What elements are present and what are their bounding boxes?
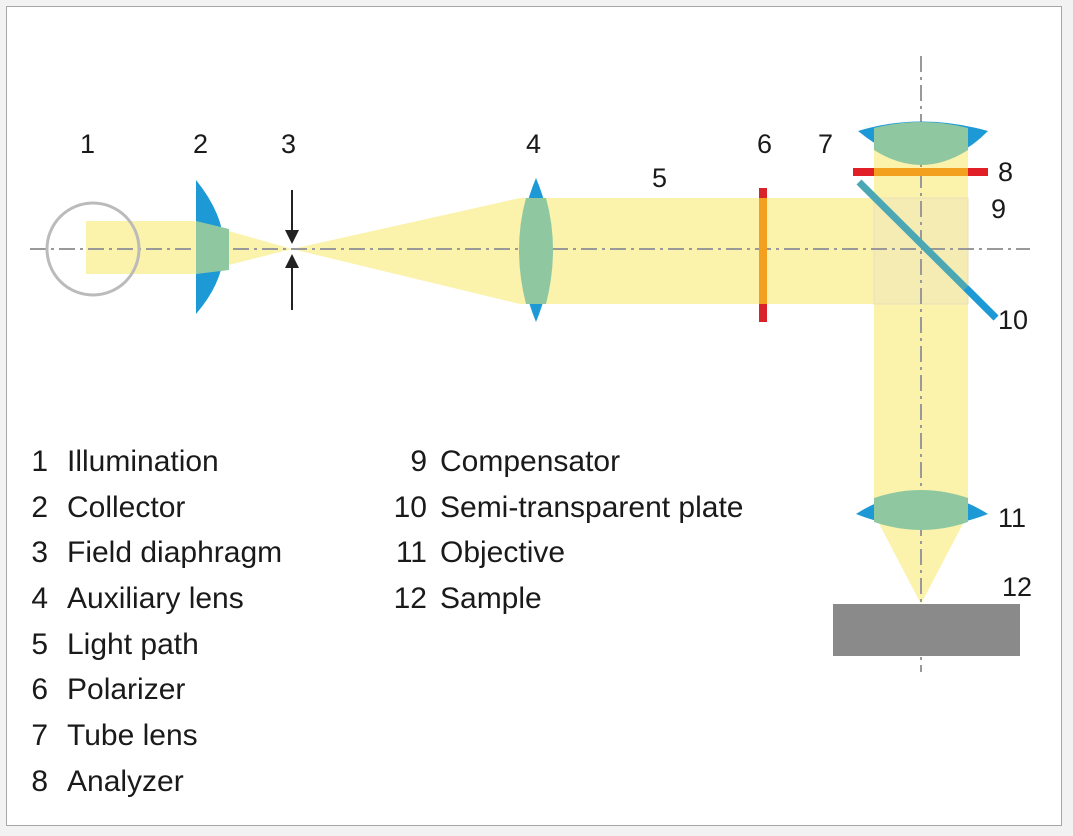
legend-text-2: Collector bbox=[67, 491, 185, 524]
objective-lens-core bbox=[874, 490, 968, 530]
label-6: 6 bbox=[757, 129, 772, 159]
legend-num-2: 2 bbox=[31, 491, 48, 524]
beam-light-path bbox=[520, 198, 874, 304]
label-8: 8 bbox=[998, 157, 1013, 187]
label-11: 11 bbox=[998, 503, 1026, 533]
legend-text-11: Objective bbox=[440, 536, 565, 569]
legend-num-10: 10 bbox=[394, 491, 427, 524]
legend-num-5: 5 bbox=[31, 628, 48, 661]
illumination-lamp bbox=[45, 201, 141, 297]
collector-lens-core bbox=[196, 221, 229, 274]
legend-text-4: Auxiliary lens bbox=[67, 582, 244, 615]
legend-text-12: Sample bbox=[440, 582, 542, 615]
legend-text-6: Polarizer bbox=[67, 673, 185, 706]
legend-num-6: 6 bbox=[31, 673, 48, 706]
legend-num-3: 3 bbox=[31, 536, 48, 569]
polarizer-tip-top bbox=[759, 188, 767, 198]
legend-text-8: Analyzer bbox=[67, 765, 184, 798]
legend-num-12: 12 bbox=[394, 582, 427, 615]
legend-num-1: 1 bbox=[31, 445, 48, 478]
polarizer-tip-bottom bbox=[759, 304, 767, 322]
label-5: 5 bbox=[652, 163, 667, 193]
semi-transparent-plate-tip bbox=[963, 285, 999, 321]
label-12: 12 bbox=[1002, 572, 1032, 602]
tube-lens-core bbox=[874, 122, 968, 165]
legend-num-8: 8 bbox=[31, 765, 48, 798]
analyzer-core bbox=[874, 168, 968, 176]
label-2: 2 bbox=[193, 129, 208, 159]
label-10: 10 bbox=[998, 305, 1028, 335]
auxiliary-lens-core bbox=[519, 198, 553, 304]
label-7: 7 bbox=[818, 129, 833, 159]
legend-text-1: Illumination bbox=[67, 445, 219, 478]
legend-text-9: Compensator bbox=[440, 445, 620, 478]
label-3: 3 bbox=[281, 129, 296, 159]
beam-diverging bbox=[292, 198, 520, 304]
legend-num-4: 4 bbox=[31, 582, 48, 615]
sample-block bbox=[833, 604, 1020, 656]
legend-num-11: 11 bbox=[396, 536, 427, 569]
legend-text-5: Light path bbox=[67, 628, 199, 661]
legend-num-9: 9 bbox=[410, 445, 427, 478]
label-1: 1 bbox=[80, 129, 95, 159]
legend-text-3: Field diaphragm bbox=[67, 536, 282, 569]
legend-text-10: Semi-transparent plate bbox=[440, 491, 744, 524]
label-4: 4 bbox=[526, 129, 541, 159]
legend-column-2: 9 Compensator 10 Semi-transparent plate … bbox=[394, 445, 744, 615]
field-diaphragm-arrows bbox=[285, 190, 299, 310]
polarizer bbox=[759, 188, 767, 322]
label-9: 9 bbox=[991, 194, 1006, 224]
legend-column-1: 1 Illumination 2 Collector 3 Field diaph… bbox=[31, 445, 282, 798]
legend-num-7: 7 bbox=[31, 719, 48, 752]
legend-text-7: Tube lens bbox=[67, 719, 198, 752]
